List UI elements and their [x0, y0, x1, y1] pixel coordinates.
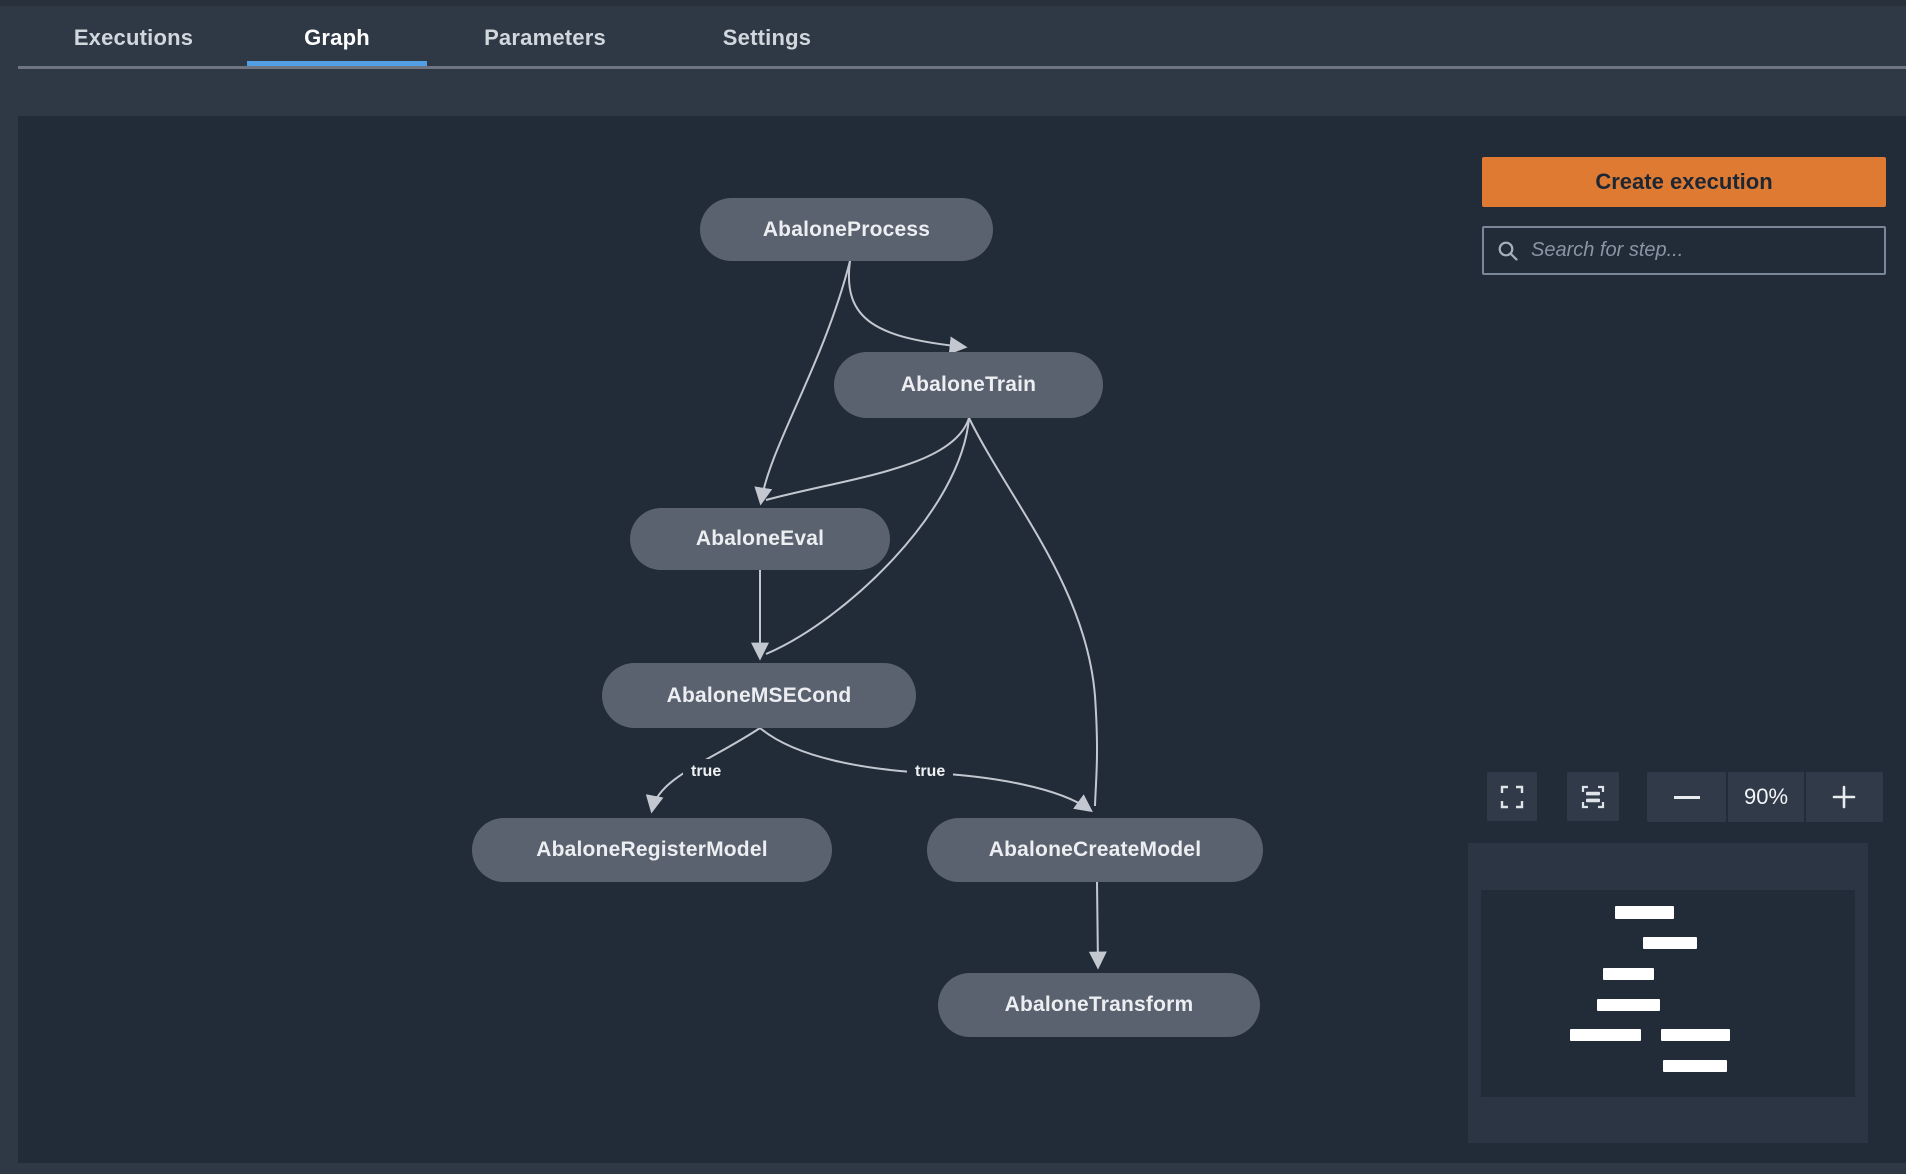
search-icon	[1497, 240, 1519, 262]
fullscreen-button[interactable]	[1487, 772, 1537, 821]
tab-executions[interactable]: Executions	[47, 14, 220, 62]
node-abalone-registermodel[interactable]: AbaloneRegisterModel	[472, 818, 832, 882]
minimap-node-createmodel	[1661, 1029, 1730, 1041]
edge-label-true-left: true	[683, 759, 729, 785]
tab-parameters[interactable]: Parameters	[454, 14, 636, 62]
node-abalone-msecond[interactable]: AbaloneMSECond	[602, 663, 916, 728]
edge-train-eval	[766, 418, 969, 500]
minimap-node-train	[1643, 937, 1697, 949]
minimap-node-eval	[1603, 968, 1654, 980]
zoom-control: 90%	[1647, 772, 1883, 822]
zoom-in-button[interactable]	[1806, 772, 1883, 822]
edge-train-createmodel	[969, 418, 1097, 806]
tab-bar: Executions Graph Parameters Settings	[0, 0, 1906, 66]
fit-view-icon	[1581, 785, 1605, 809]
edge-process-train	[849, 261, 964, 347]
node-abalone-train[interactable]: AbaloneTrain	[834, 352, 1103, 418]
node-abalone-eval[interactable]: AbaloneEval	[630, 508, 890, 570]
tab-settings[interactable]: Settings	[694, 14, 840, 62]
minimap-node-transform	[1663, 1060, 1727, 1072]
fit-view-button[interactable]	[1567, 772, 1619, 821]
create-execution-button[interactable]: Create execution	[1482, 157, 1886, 207]
search-step-input[interactable]	[1529, 238, 1884, 263]
node-abalone-transform[interactable]: AbaloneTransform	[938, 973, 1260, 1037]
minimap[interactable]	[1468, 843, 1868, 1143]
zoom-in-icon	[1831, 784, 1857, 810]
zoom-level-display: 90%	[1728, 772, 1803, 822]
minimap-node-registermodel	[1570, 1029, 1641, 1041]
zoom-out-icon	[1674, 796, 1700, 799]
minimap-viewport	[1481, 890, 1855, 1097]
fullscreen-icon	[1500, 785, 1524, 809]
tab-bar-divider	[18, 66, 1906, 69]
tab-graph[interactable]: Graph	[247, 14, 427, 62]
minimap-node-msecond	[1597, 999, 1660, 1011]
minimap-node-process	[1615, 906, 1674, 919]
search-step-box	[1482, 226, 1886, 275]
graph-canvas[interactable]: true true AbaloneProcess AbaloneTrain Ab…	[18, 116, 1906, 1163]
edge-createmodel-transform	[1097, 882, 1098, 966]
top-strip	[0, 0, 1906, 6]
node-abalone-createmodel[interactable]: AbaloneCreateModel	[927, 818, 1263, 882]
edge-label-true-right: true	[907, 759, 953, 785]
node-abalone-process[interactable]: AbaloneProcess	[700, 198, 993, 261]
zoom-out-button[interactable]	[1647, 772, 1726, 822]
